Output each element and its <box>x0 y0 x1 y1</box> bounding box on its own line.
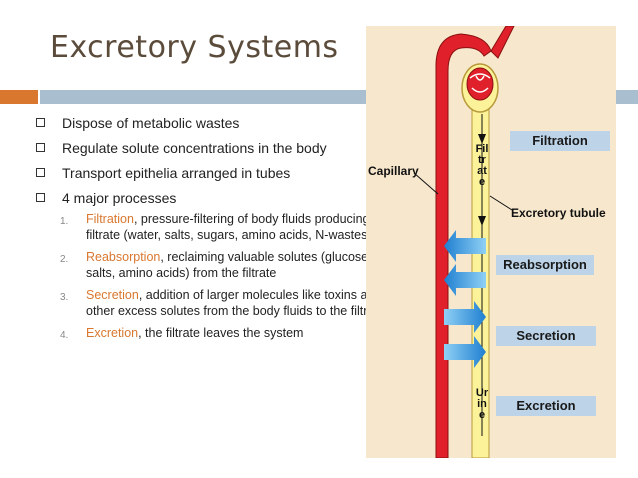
accent-bar-orange <box>0 90 38 104</box>
secretion-arrow-icon <box>444 336 486 368</box>
excretory-tubule-label: Excretory tubule <box>511 206 606 220</box>
process-keyword: Excretion <box>86 326 139 340</box>
filtrate-label: Filtrate <box>475 143 489 188</box>
bullet-item: 4 major processes <box>36 190 356 206</box>
diagram-graphic <box>413 26 515 458</box>
process-text: , reclaiming valuable solutes (glucose, … <box>86 250 372 280</box>
capillary-label: Capillary <box>368 164 419 178</box>
process-text: , addition of larger molecules like toxi… <box>86 288 385 318</box>
reabsorption-box: Reabsorption <box>496 255 594 275</box>
excretion-box: Excretion <box>496 396 596 416</box>
glomerulus <box>466 67 494 101</box>
reabsorption-arrow-icon <box>444 230 486 262</box>
process-text: , the filtrate leaves the system <box>138 326 304 340</box>
bullet-list: Dispose of metabolic wastes Regulate sol… <box>36 115 385 349</box>
bullet-item: Dispose of metabolic wastes <box>36 115 356 131</box>
excretory-diagram: Capillary Filtrate Excretory tubule Urin… <box>366 26 616 458</box>
slide-title: Excretory Systems <box>50 30 339 65</box>
capillary-outflow <box>490 26 515 59</box>
bullet-box-icon <box>36 118 45 127</box>
process-keyword: Reabsorption <box>86 250 161 264</box>
process-item-reabsorption: 2. Reabsorption, reclaiming valuable sol… <box>60 250 372 280</box>
process-keyword: Secretion <box>86 288 139 302</box>
process-keyword: Filtration <box>86 212 134 226</box>
secretion-box: Secretion <box>496 326 596 346</box>
bullet-box-icon <box>36 143 45 152</box>
process-item-secretion: 3. Secretion, addition of larger molecul… <box>60 288 385 318</box>
bullet-item: Transport epithelia arranged in tubes <box>36 165 356 181</box>
bullet-box-icon <box>36 168 45 177</box>
bullet-item: Regulate solute concentrations in the bo… <box>36 140 356 156</box>
reabsorption-arrow-icon <box>444 264 486 296</box>
secretion-arrow-icon <box>444 301 486 333</box>
filtration-box: Filtration <box>510 131 610 151</box>
accent-bar-blue-left <box>40 90 366 104</box>
process-text: , pressure-filtering of body fluids prod… <box>86 212 380 242</box>
process-item-excretion: 4. Excretion, the filtrate leaves the sy… <box>60 326 304 341</box>
urine-label: Urine <box>475 387 489 421</box>
process-item-filtration: 1. Filtration, pressure-filtering of bod… <box>60 212 380 242</box>
bullet-box-icon <box>36 193 45 202</box>
